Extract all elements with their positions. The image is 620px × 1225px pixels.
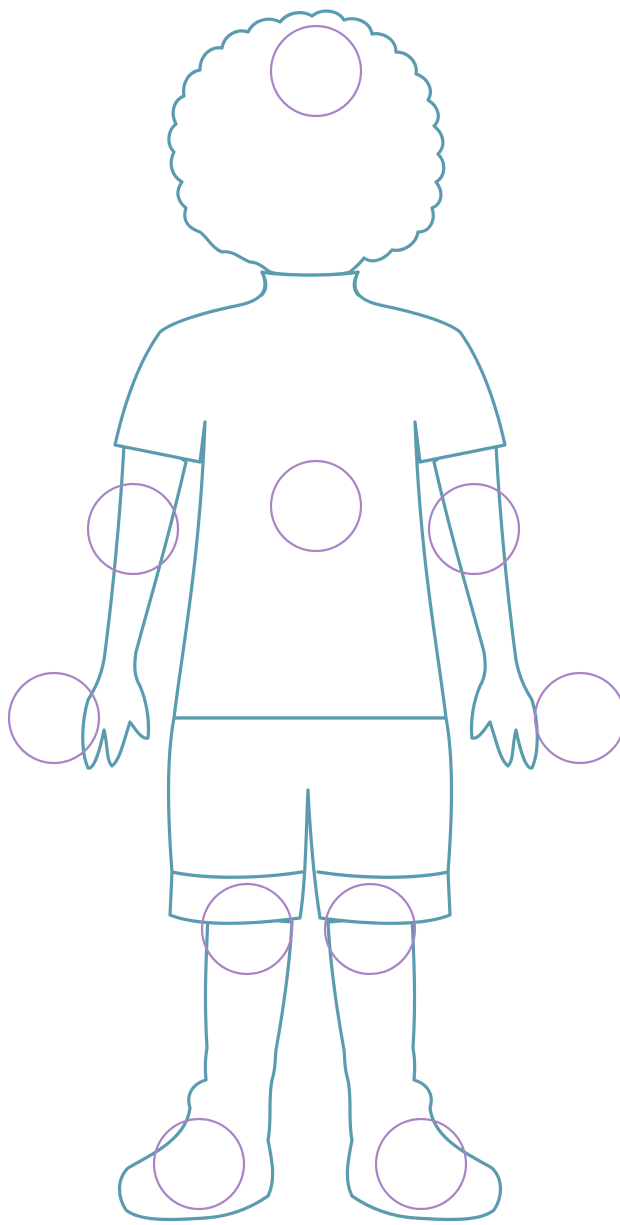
head-spot[interactable]	[271, 26, 361, 116]
right-elbow-spot[interactable]	[88, 484, 178, 574]
left-knee-spot[interactable]	[325, 884, 415, 974]
left-foot-spot[interactable]	[376, 1119, 466, 1209]
left-hand-spot[interactable]	[535, 673, 620, 763]
right-knee-spot[interactable]	[202, 884, 292, 974]
shorts-outline	[169, 718, 452, 923]
left-elbow-spot[interactable]	[429, 484, 519, 574]
right-foot-spot[interactable]	[154, 1119, 244, 1209]
right-hand-spot[interactable]	[9, 673, 99, 763]
chest-spot[interactable]	[271, 461, 361, 551]
